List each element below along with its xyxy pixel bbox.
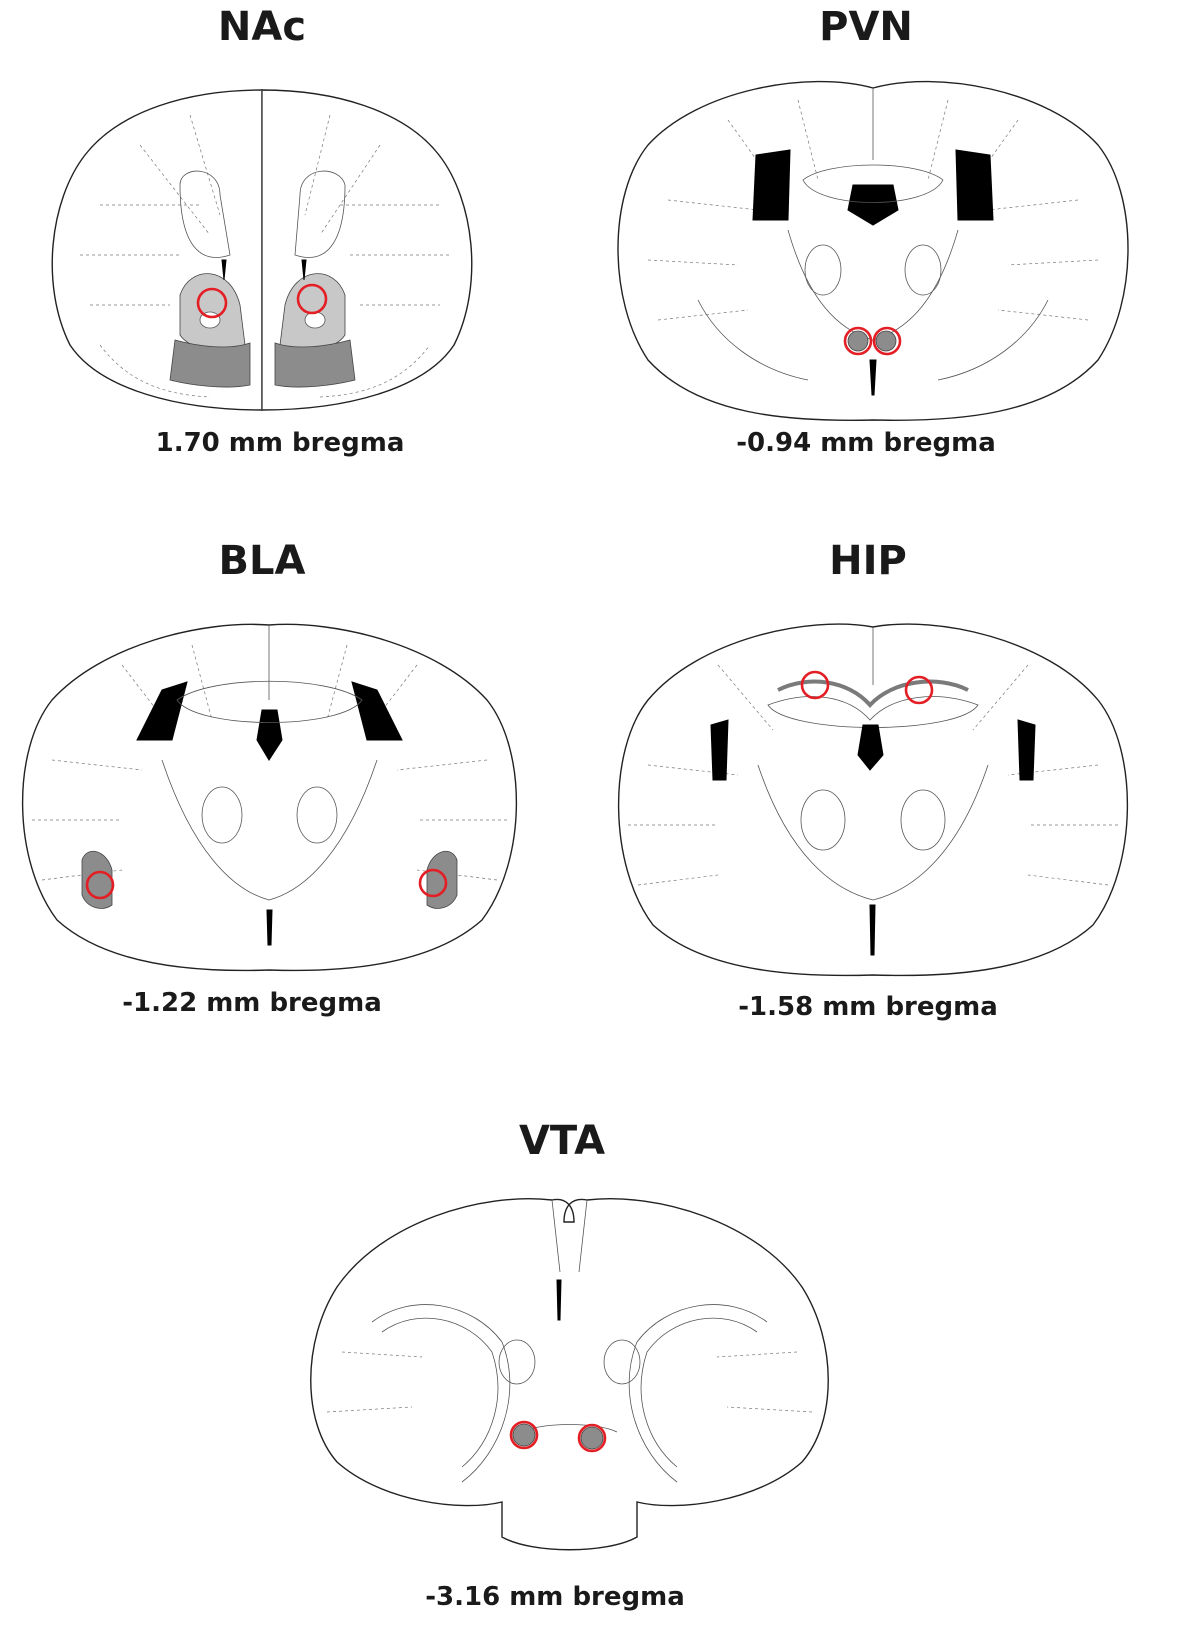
hip-brain-section [608,615,1138,980]
bla-title: BLA [112,538,412,584]
vta-bregma-label: -3.16 mm bregma [375,1582,735,1612]
vta-brain-section [302,1192,837,1562]
vta-title: VTA [412,1118,712,1164]
pvn-brain-section [608,70,1138,425]
nac-title: NAc [112,4,412,50]
hip-bregma-label: -1.58 mm bregma [688,992,1048,1022]
bla-bregma-label: -1.22 mm bregma [72,988,432,1018]
hip-title: HIP [718,538,1018,584]
bla-brain-section [12,620,527,975]
nac-bregma-label: 1.70 mm bregma [100,428,460,458]
pvn-title: PVN [716,4,1016,50]
nac-brain-section [40,85,490,415]
pvn-bregma-label: -0.94 mm bregma [686,428,1046,458]
